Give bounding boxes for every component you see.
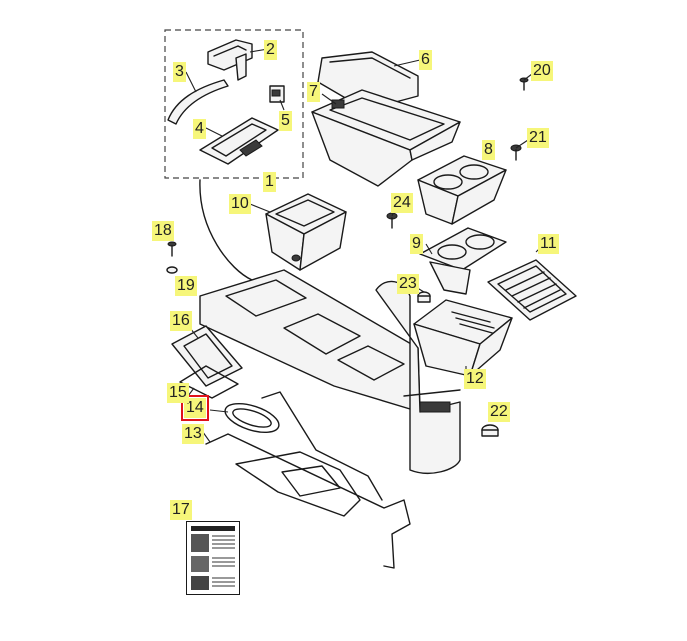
part-22-cap	[481, 424, 499, 437]
part-11-grille	[487, 259, 577, 321]
label-sheet-graphic	[191, 526, 235, 590]
callout-10[interactable]: 10	[229, 194, 251, 214]
callout-13[interactable]: 13	[182, 424, 204, 444]
part-5-clip	[269, 85, 285, 103]
callout-5[interactable]: 5	[279, 111, 292, 131]
callout-14[interactable]: 14	[181, 395, 209, 421]
part-7-storage-bin	[311, 89, 461, 187]
fastener-23-plug	[417, 291, 431, 303]
callout-18[interactable]: 18	[152, 221, 174, 241]
part-2-tray	[207, 39, 253, 81]
callout-23[interactable]: 23	[397, 274, 419, 294]
callout-11[interactable]: 11	[538, 234, 559, 254]
callout-1[interactable]: 1	[263, 172, 276, 192]
fastener-19-washer	[166, 266, 178, 274]
part-15-seal	[179, 365, 239, 399]
part-12-switch-panel	[413, 299, 513, 377]
fastener-21-screw	[510, 144, 522, 161]
callout-22[interactable]: 22	[488, 402, 510, 422]
callout-6[interactable]: 6	[419, 50, 432, 70]
assembly-group-box	[164, 29, 304, 179]
part-17-label-sheet	[186, 521, 240, 595]
callout-8[interactable]: 8	[482, 140, 495, 160]
part-13-bracket	[205, 391, 411, 569]
callout-19[interactable]: 19	[175, 276, 197, 296]
part-14-ring-seal	[224, 402, 280, 434]
callout-7[interactable]: 7	[307, 82, 320, 102]
callout-24[interactable]: 24	[391, 193, 413, 213]
callout-17[interactable]: 17	[170, 500, 192, 520]
callout-12[interactable]: 12	[464, 369, 486, 389]
callout-16[interactable]: 16	[170, 311, 192, 331]
part-8-cup-holder	[417, 155, 507, 225]
callout-2[interactable]: 2	[264, 40, 277, 60]
callout-4[interactable]: 4	[193, 119, 206, 139]
callout-21[interactable]: 21	[527, 128, 549, 148]
part-3-trim-strip	[167, 79, 229, 125]
callout-9[interactable]: 9	[410, 234, 423, 254]
part-10-bin-insert	[265, 193, 347, 271]
part-4-frame	[199, 117, 279, 165]
part-16-bezel	[171, 325, 243, 387]
callout-20[interactable]: 20	[531, 61, 553, 81]
part-9-cup-insert	[419, 227, 507, 295]
callout-15[interactable]: 15	[167, 383, 189, 403]
console-body	[199, 179, 461, 474]
fastener-18-screw	[167, 241, 177, 257]
callout-3[interactable]: 3	[173, 62, 186, 82]
